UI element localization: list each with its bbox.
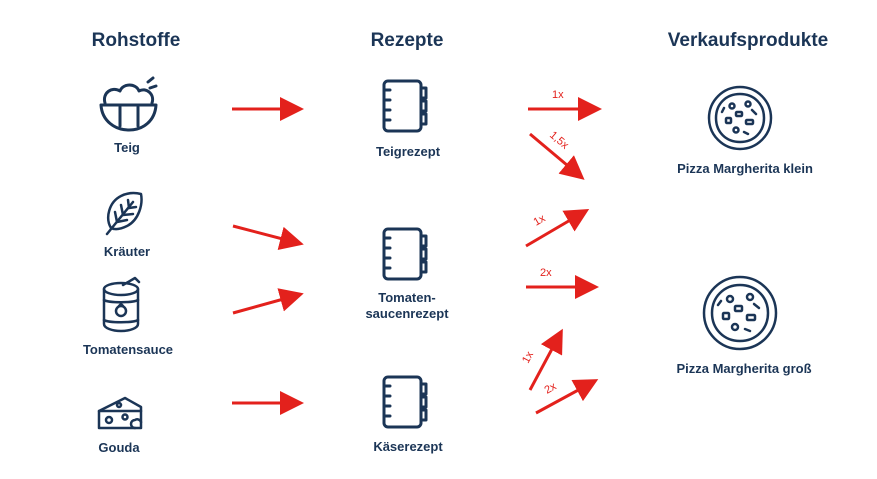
qty-label: 1x	[520, 349, 536, 365]
pizza-icon	[701, 274, 779, 352]
column-heading-products: Verkaufsprodukte	[667, 30, 829, 51]
qty-label: 1x	[552, 89, 564, 101]
tomato-can-icon	[101, 276, 143, 334]
column-heading-recipes: Rezepte	[370, 30, 444, 51]
qty-label: 2x	[540, 267, 552, 279]
raw-material-label-gouda: Gouda	[98, 440, 140, 455]
qty-label: 1x	[532, 212, 548, 228]
qty-label: 2x	[543, 380, 559, 396]
arrow-cheese-to-large	[535, 379, 599, 415]
recipe-notebook-icon	[381, 374, 431, 430]
raw-material-label-kraeuter: Kräuter	[103, 244, 151, 259]
recipe-label-tomatensaucenrezept: Tomaten- saucenrezept	[365, 290, 448, 322]
recipe-notebook-icon	[381, 226, 431, 282]
raw-material-label-teig: Teig	[114, 140, 140, 155]
cheese-icon	[97, 395, 143, 431]
arrow-sauce-to-tomato-recipe	[232, 288, 304, 315]
recipe-label-line2: saucenrezept	[365, 306, 449, 321]
recipe-label-line1: Tomaten-	[378, 290, 436, 305]
recipe-label-teigrezept: Teigrezept	[375, 144, 441, 159]
herb-leaf-icon	[103, 190, 145, 236]
column-heading-raw-materials: Rohstoffe	[91, 30, 181, 51]
product-label-small-pizza: Pizza Margherita klein	[677, 161, 813, 176]
raw-material-label-tomatensauce: Tomatensauce	[82, 342, 174, 357]
arrow-cheese-to-small	[528, 328, 563, 391]
arrow-herbs-to-tomato-recipe	[232, 224, 304, 251]
pizza-icon	[706, 84, 774, 152]
recipe-notebook-icon	[381, 78, 431, 134]
arrow-teigrezept-to-large	[529, 132, 585, 180]
dough-bowl-icon	[98, 76, 160, 134]
recipe-label-kaeserezept: Käserezept	[373, 439, 443, 454]
product-label-large-pizza: Pizza Margherita groß	[676, 361, 812, 376]
arrow-tomato-to-small	[525, 208, 590, 248]
qty-label: 1,5x	[547, 129, 571, 152]
